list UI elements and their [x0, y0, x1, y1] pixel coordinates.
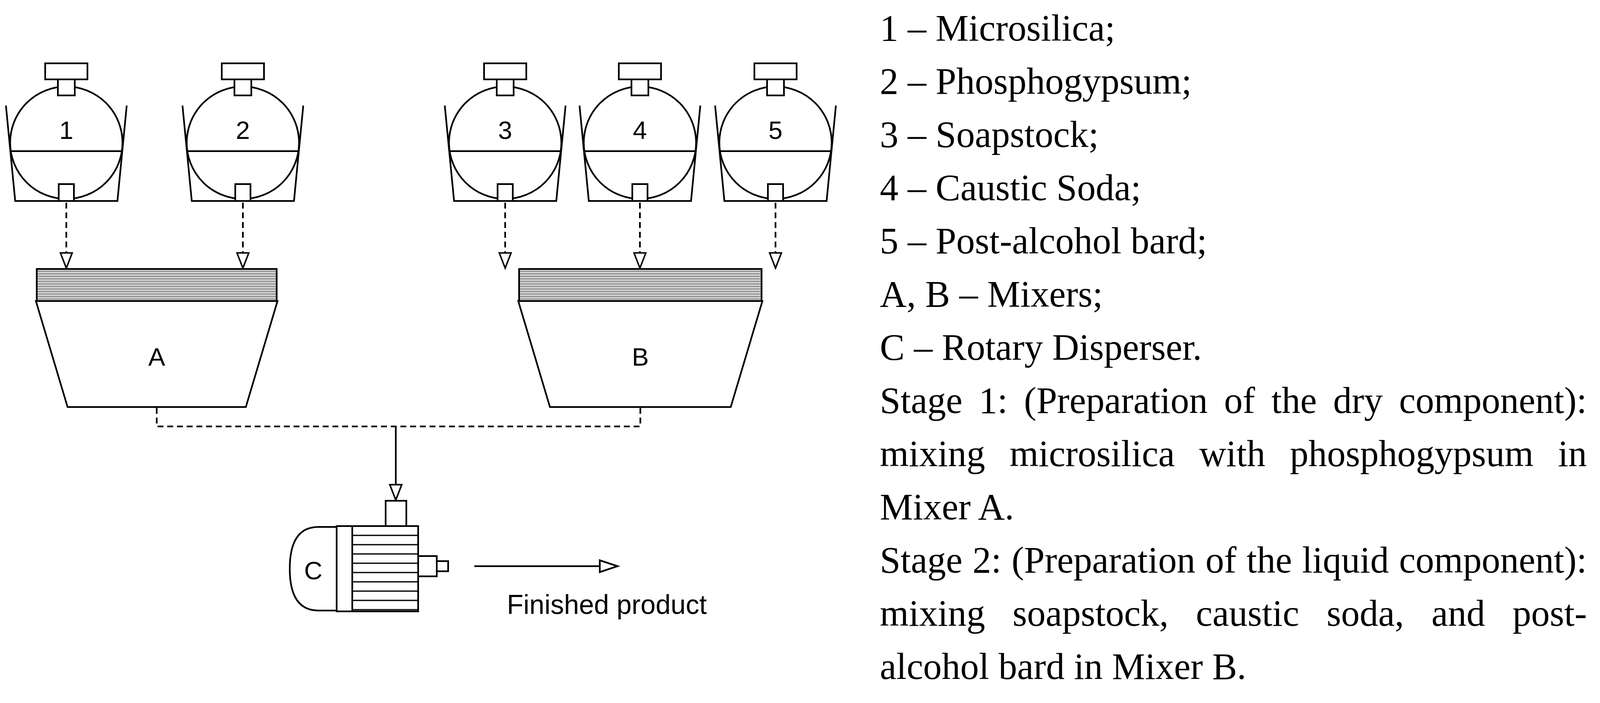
- key-text: 1 – Microsilica;: [879, 1, 1587, 55]
- key-text: A, B – Mixers;: [879, 267, 1587, 322]
- tank: 2: [180, 59, 305, 203]
- key-text: Stage 1: (Preparation of the dry compone…: [879, 374, 1587, 534]
- mixer-outline: [35, 268, 278, 409]
- key-text: Stage 2: (Preparation of the liquid comp…: [879, 533, 1587, 694]
- key-text: C – Rotary Disperser.: [879, 321, 1587, 375]
- flow-connector: [65, 202, 68, 269]
- key-text: 2 – Phosphogypsum;: [879, 54, 1587, 109]
- tank: 5: [713, 59, 838, 203]
- mixer: B: [518, 268, 763, 409]
- tank: 4: [577, 59, 703, 203]
- disperser-outline: [288, 500, 449, 613]
- node-label: 5: [768, 115, 783, 146]
- flow-connector: [504, 202, 507, 269]
- rotary-disperser: C: [288, 500, 449, 613]
- tank: 1: [4, 59, 129, 203]
- node-label: 1: [59, 115, 74, 146]
- node-label: C: [304, 556, 323, 586]
- node-label: 2: [235, 115, 250, 146]
- flow-connector: [242, 202, 244, 269]
- legend-text-column: 1 – Microsilica;2 – Phosphogypsum;3 – So…: [879, 1, 1587, 694]
- output-label: Finished product: [506, 589, 707, 621]
- mixer-outline: [518, 268, 763, 409]
- node-label: 4: [632, 115, 647, 146]
- product-arrow: [474, 560, 618, 573]
- node-label: A: [148, 342, 166, 373]
- node-label: B: [631, 342, 649, 373]
- flow-connector: [639, 202, 641, 269]
- flow-connector: [395, 408, 641, 501]
- mixer: A: [35, 268, 278, 409]
- key-text: 5 – Post-alcohol bard;: [879, 214, 1587, 268]
- tank: 3: [443, 59, 568, 203]
- node-label: 3: [497, 115, 512, 146]
- flow-connector: [774, 202, 777, 269]
- flow-connector: [156, 408, 396, 501]
- key-text: 3 – Soapstock;: [879, 108, 1587, 162]
- key-text: 4 – Caustic Soda;: [879, 161, 1587, 215]
